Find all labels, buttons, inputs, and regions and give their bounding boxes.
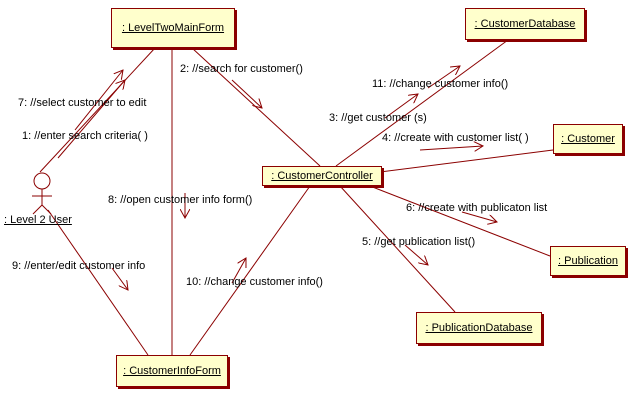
object-customer-controller[interactable]: : CustomerController <box>262 166 382 186</box>
message-5-label[interactable]: 5: //get publication list() <box>362 236 476 248</box>
object-label: : CustomerController <box>271 170 373 182</box>
arrow-m2 <box>231 79 262 108</box>
arrow-m10 <box>231 258 246 284</box>
arrow-m1 <box>57 80 125 159</box>
message-3-label[interactable]: 3: //get customer (s) <box>329 112 427 124</box>
arrow-m6 <box>461 211 497 222</box>
message-8-label[interactable]: 8: //open customer info form() <box>108 194 253 206</box>
object-label: : CustomerDatabase <box>474 18 576 30</box>
message-9-label[interactable]: 9: //enter/edit customer info <box>12 260 146 272</box>
object-customer-database[interactable]: : CustomerDatabase <box>465 8 585 40</box>
message-2-label[interactable]: 2: //search for customer() <box>180 63 303 75</box>
arrow-m11 <box>427 66 460 89</box>
actor-stick-figure-icon[interactable] <box>32 172 52 215</box>
message-6-label[interactable]: 6: //create with publicaton list <box>406 202 548 214</box>
arrow-m3 <box>384 94 418 119</box>
message-1-label[interactable]: 1: //enter search criteria( ) <box>22 130 148 142</box>
link-controller-publication <box>369 185 551 257</box>
link-controller-publicationdb <box>339 185 456 313</box>
link-controller-customerdb <box>335 39 509 167</box>
arrow-m9 <box>111 267 128 290</box>
message-10-label[interactable]: 10: //change customer info() <box>186 276 323 288</box>
object-label: : Publication <box>558 255 618 267</box>
message-7-label[interactable]: 7: //select customer to edit <box>18 97 147 109</box>
link-user-mainform <box>39 47 156 173</box>
object-customer[interactable]: : Customer <box>553 124 623 154</box>
message-4-label[interactable]: 4: //create with customer list( ) <box>382 132 529 144</box>
object-publication-database[interactable]: : PublicationDatabase <box>416 312 542 344</box>
message-11-label[interactable]: 11: //change customer info() <box>372 78 509 90</box>
link-controller-customer <box>379 149 554 173</box>
object-level-two-main-form[interactable]: : LevelTwoMainForm <box>111 8 235 48</box>
actor-label: : Level 2 User <box>4 214 72 226</box>
link-user-infoform <box>47 209 149 356</box>
object-publication[interactable]: : Publication <box>550 246 626 276</box>
object-label: : CustomerInfoForm <box>123 365 221 377</box>
object-customer-info-form[interactable]: : CustomerInfoForm <box>116 355 228 387</box>
link-infoform-controller <box>189 185 311 356</box>
arrow-m4 <box>419 146 483 150</box>
object-label: : Customer <box>561 133 615 145</box>
arrow-m5 <box>404 244 428 265</box>
object-label: : PublicationDatabase <box>425 322 533 334</box>
object-label: : LevelTwoMainForm <box>121 22 225 34</box>
arrow-m7 <box>74 70 123 131</box>
